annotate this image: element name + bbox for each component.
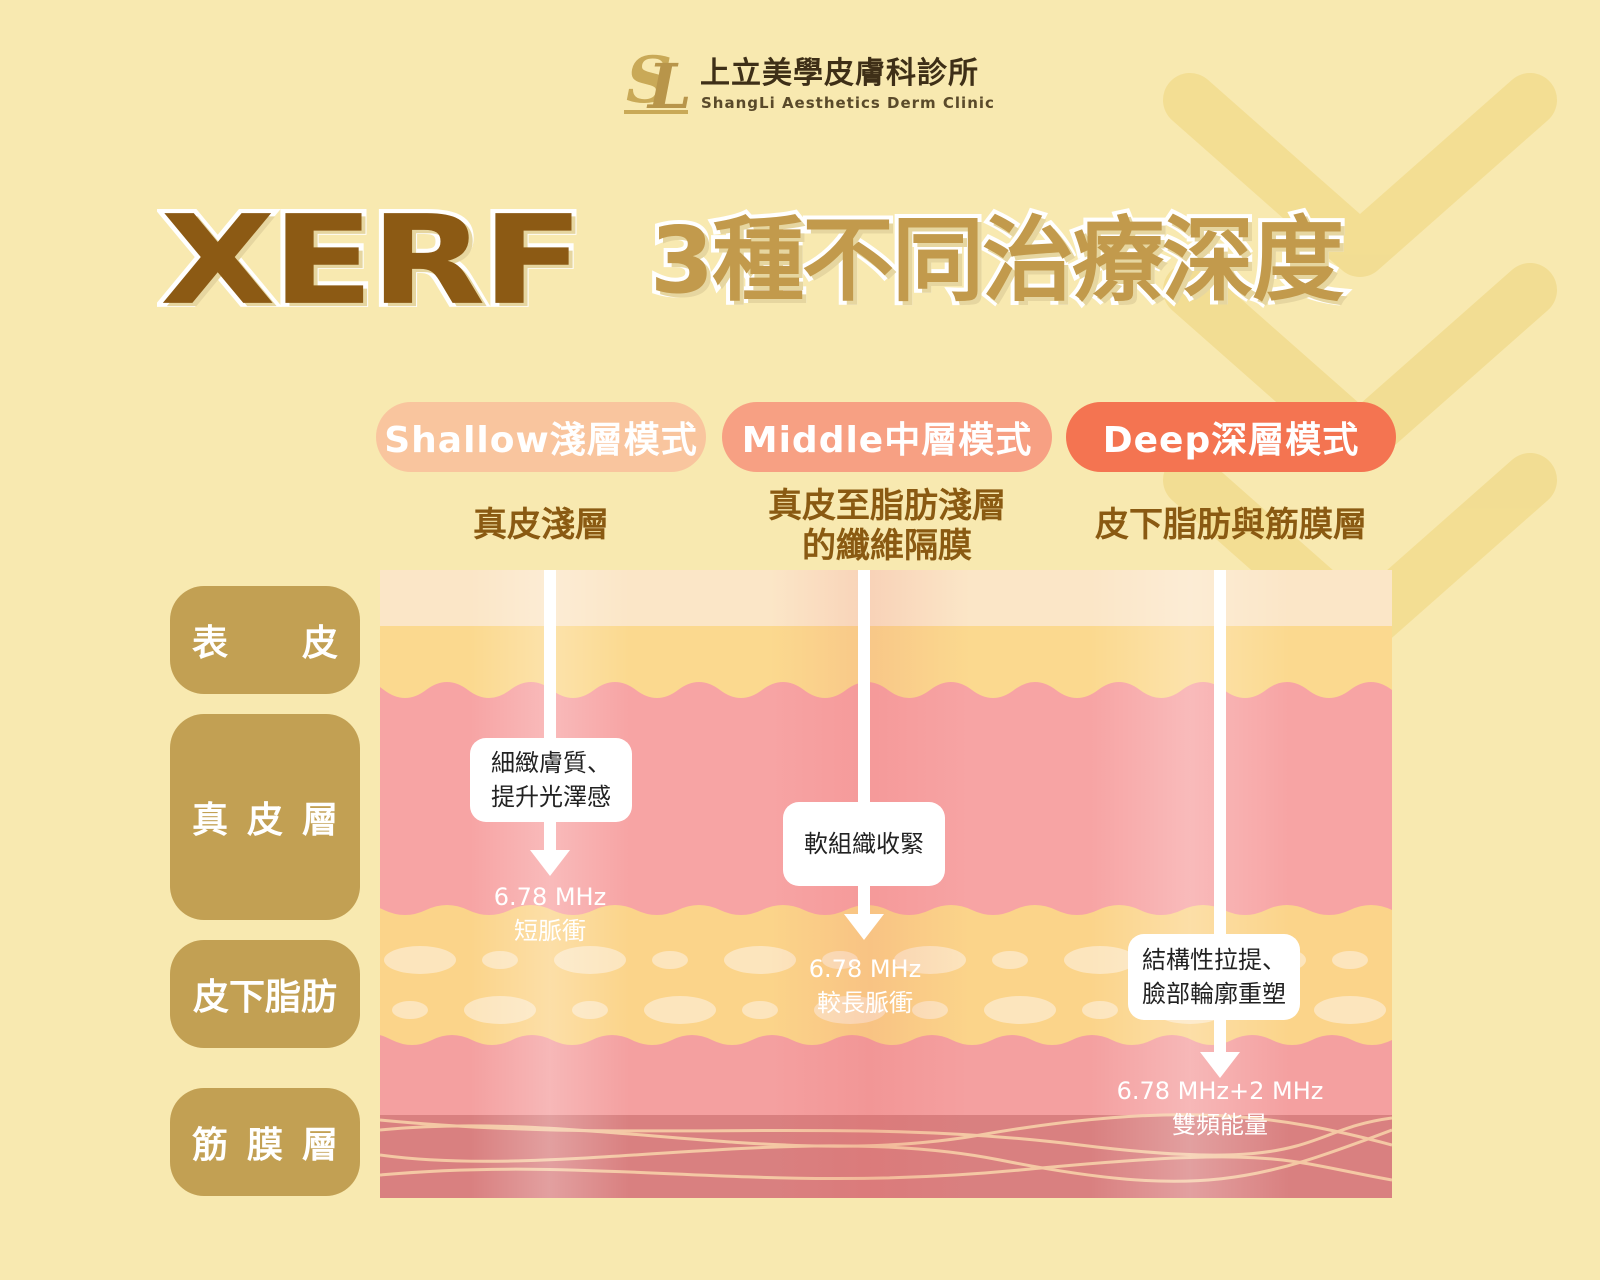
mode-pill-middle: Middle中層模式 <box>722 402 1052 472</box>
frequency-value: 6.78 MHz <box>808 955 922 983</box>
layer-label-char: 層 <box>301 800 338 841</box>
skin-cross-section <box>380 570 1392 1198</box>
layer-label-char: 皮 <box>246 800 283 841</box>
depth-middle: 真皮至脂肪淺層 的纖維隔膜 <box>722 486 1052 566</box>
sl-monogram-icon: S L <box>624 43 690 118</box>
layer-label-char: 膜 <box>246 1125 283 1166</box>
layer-label-dermis: 真 皮 層 <box>170 714 360 920</box>
layer-label-epidermis: 表 皮 <box>170 586 360 694</box>
effect-line: 細緻膚質、 <box>491 749 611 777</box>
depth-middle-line: 真皮至脂肪淺層 <box>768 486 1006 526</box>
layer-label-char: 皮 <box>301 623 338 664</box>
pulse-type: 雙頻能量 <box>1172 1111 1268 1139</box>
effect-callout-shallow: 細緻膚質、 提升光澤感 <box>470 738 632 822</box>
clinic-english-name: ShangLi Aesthetics Derm Clinic <box>701 94 995 112</box>
frequency-value: 6.78 MHz+2 MHz <box>1116 1077 1324 1105</box>
frequency-middle: 6.78 MHz 較長脈衝 <box>765 952 965 1020</box>
mode-pill-shallow: Shallow淺層模式 <box>376 402 706 472</box>
effect-callout-deep: 結構性拉提、 臉部輪廓重塑 <box>1128 934 1300 1020</box>
layer-label-fascia: 筋 膜 層 <box>170 1088 360 1196</box>
svg-text:L: L <box>646 50 690 118</box>
layer-label-subcutaneous-fat: 皮下脂肪 <box>170 940 360 1048</box>
effect-callout-middle: 軟組織收緊 <box>783 802 945 886</box>
effect-line: 提升光澤感 <box>491 783 611 811</box>
svg-text:S: S <box>626 43 672 118</box>
pulse-type: 短脈衝 <box>514 917 586 945</box>
depth-middle-line: 的纖維隔膜 <box>802 526 972 566</box>
frequency-deep: 6.78 MHz+2 MHz 雙頻能量 <box>1100 1074 1340 1142</box>
clinic-logo: S L 上立美學皮膚科診所 ShangLi Aesthetics Derm Cl… <box>624 42 994 118</box>
layer-label-char: 層 <box>301 1125 338 1166</box>
effect-line: 臉部輪廓重塑 <box>1142 980 1286 1008</box>
depth-shallow: 真皮淺層 <box>473 505 609 545</box>
title-main: XERF <box>155 189 589 333</box>
layer-label-char: 筋 <box>192 1125 229 1166</box>
frequency-shallow: 6.78 MHz 短脈衝 <box>450 880 650 948</box>
title-subtitle: 3種不同治療深度 <box>646 203 1348 318</box>
effect-line: 結構性拉提、 <box>1142 946 1286 974</box>
frequency-value: 6.78 MHz <box>493 883 607 911</box>
beam-deep <box>1090 570 1290 1198</box>
depth-deep: 皮下脂肪與筋膜層 <box>1095 505 1367 545</box>
clinic-name: 上立美學皮膚科診所 <box>700 56 979 91</box>
pulse-type: 較長脈衝 <box>817 989 913 1017</box>
layer-label-char: 表 <box>192 623 229 664</box>
mode-pill-deep: Deep深層模式 <box>1066 402 1396 472</box>
layer-label-char: 真 <box>192 800 229 841</box>
arrow-deep <box>1200 570 1240 1078</box>
effect-line: 軟組織收緊 <box>804 830 924 858</box>
